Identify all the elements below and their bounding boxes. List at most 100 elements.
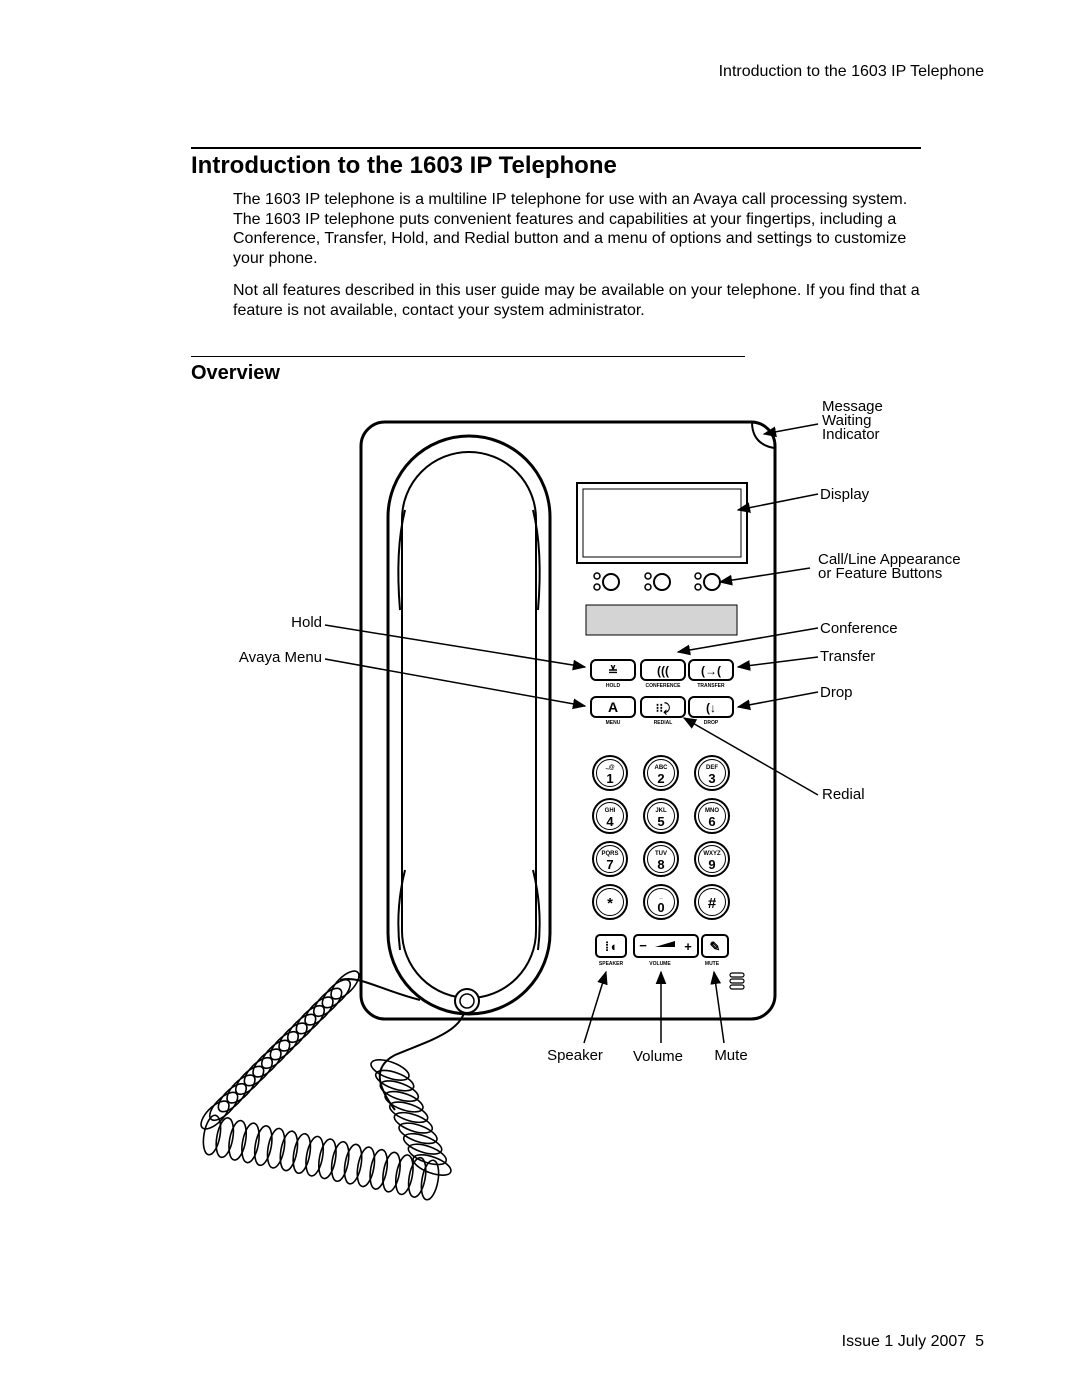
cord-coil: [412, 1154, 452, 1176]
hold-icon: ≚: [608, 664, 618, 678]
cord-coil: [317, 1138, 337, 1180]
transfer-icon: (→(: [701, 664, 721, 678]
callout-message-waiting-1: Message: [822, 398, 883, 415]
dial-key-letters: JKL: [655, 808, 667, 814]
cord-coil: [382, 1151, 401, 1193]
intro-body: The 1603 IP telephone is a multiline IP …: [233, 190, 928, 333]
cord-coil: [388, 1101, 429, 1124]
page-title: Introduction to the 1603 IP Telephone: [191, 152, 617, 179]
cord-coil: [305, 1135, 325, 1177]
dial-key-letters: GHI: [605, 808, 616, 814]
callout-message-waiting-2: Waiting: [822, 412, 871, 429]
page-footer: Issue 1 July 2007 5: [842, 1333, 984, 1351]
dial-key-digit: #: [708, 895, 717, 912]
cord-coil: [398, 1122, 438, 1145]
callout-transfer: Transfer: [820, 648, 875, 665]
mute-icon: ✎: [710, 939, 721, 954]
dial-key-digit: 1: [606, 771, 613, 786]
running-header: Introduction to the 1603 IP Telephone: [718, 63, 984, 80]
callout-drop: Drop: [820, 684, 853, 701]
cord-coil: [393, 1111, 434, 1134]
footer-issue: Issue 1 July 2007: [841, 1333, 967, 1350]
dial-key-letters: _: [658, 894, 663, 900]
key-label-drop: DROP: [704, 720, 719, 726]
section-title-overview: Overview: [191, 362, 280, 384]
key-label-redial: REDIAL: [654, 720, 673, 726]
cord-coil: [356, 1146, 376, 1188]
key-label-volume: VOLUME: [649, 961, 671, 967]
section-rule: [191, 356, 745, 357]
button-label-strip: [585, 604, 738, 636]
cord-coil: [208, 1091, 239, 1122]
cord-coil: [402, 1132, 443, 1155]
speaker-icon: ⁞◖: [605, 939, 617, 954]
conference-icon: (((: [657, 664, 669, 678]
cord-coil: [384, 1090, 424, 1113]
callout-call-line-2: or Feature Buttons: [818, 565, 942, 582]
callout-mute: Mute: [714, 1047, 747, 1064]
callout-display: Display: [820, 486, 870, 503]
dial-key-pound: #: [694, 884, 730, 920]
dial-key-digit: 2: [657, 771, 664, 786]
cord-coil: [330, 1140, 350, 1183]
cord-coil: [228, 1119, 248, 1161]
drop-icon: (↓: [706, 701, 716, 715]
cord-coil: [266, 1127, 286, 1169]
cord-coil: [407, 1156, 427, 1198]
cord-coil: [379, 1080, 420, 1103]
cord-coil: [200, 1100, 230, 1130]
cord-coil: [394, 1154, 414, 1196]
cord-coil: [370, 1059, 410, 1081]
cord-coil: [420, 1159, 440, 1201]
key-label-transfer: TRANSFER: [697, 683, 725, 689]
cord-coil: [374, 1069, 415, 1092]
call-line-buttons: [593, 572, 721, 591]
dial-key-digit: 5: [657, 814, 664, 829]
cord-coil: [369, 1148, 389, 1190]
callout-conference: Conference: [820, 620, 898, 637]
volume-plus-icon: +: [684, 939, 692, 954]
dial-key-digit: 9: [708, 857, 715, 872]
feature-keys: [590, 659, 734, 718]
dial-key-letters: .,@: [605, 765, 614, 771]
dial-key-digit: 3: [708, 771, 715, 786]
dial-key-letters: PQRS: [601, 851, 618, 857]
callout-volume: Volume: [633, 1048, 683, 1065]
volume-minus-icon: −: [639, 938, 647, 953]
callout-message-waiting-3: Indicator: [822, 426, 880, 443]
intro-paragraph-2: Not all features described in this user …: [233, 282, 920, 319]
dial-key-digit: 6: [708, 814, 715, 829]
dial-key-letters: TUV: [655, 851, 667, 857]
dial-key-digit: *: [607, 895, 613, 912]
key-label-conference: CONFERENCE: [645, 683, 681, 689]
dial-key-1: .,@1: [592, 755, 628, 791]
dial-key-digit: 7: [606, 857, 613, 872]
dial-key-star: *: [592, 884, 628, 920]
dial-key-digit: 8: [657, 857, 664, 872]
cord-coil: [215, 1117, 235, 1159]
key-label-speaker: SPEAKER: [599, 961, 624, 967]
key-label-mute: MUTE: [705, 961, 720, 967]
dial-key-digit: 4: [606, 814, 614, 829]
callout-avaya-menu: Avaya Menu: [239, 649, 322, 666]
cord-coil: [241, 1122, 260, 1164]
cord-coil: [407, 1143, 448, 1166]
cord-coil: [343, 1143, 363, 1185]
cord-coil: [253, 1125, 273, 1167]
title-rule: [191, 147, 921, 149]
coiled-cord: [200, 970, 467, 1201]
feature-key-symbols: ≚ ((( (→( A ⁝⁝⤸ (↓: [608, 664, 721, 716]
avaya-menu-icon: A: [608, 699, 618, 715]
handset: [386, 434, 552, 1016]
speaker-grille: [729, 972, 745, 990]
dial-key-letters: WXYZ: [703, 851, 721, 857]
dial-key-letters: ABC: [655, 765, 669, 771]
callout-call-line-1: Call/Line Appearance: [818, 551, 961, 568]
